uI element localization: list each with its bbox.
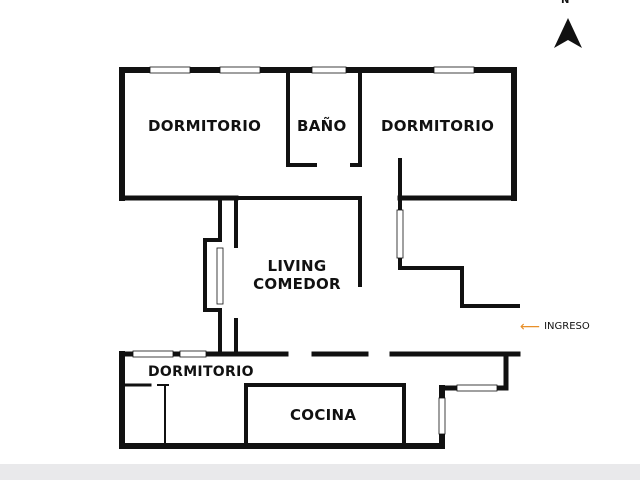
entrance-label: INGRESO [544, 321, 590, 332]
room-label-living: LIVING COMEDOR [248, 257, 346, 293]
compass-label: N [561, 0, 570, 6]
room-label-living-line2: COMEDOR [253, 275, 341, 293]
arrow-left-icon: ⟵ [520, 318, 541, 335]
windows [132, 66, 498, 435]
room-label-living-line1: LIVING [267, 257, 327, 275]
entrance-marker: ⟵ INGRESO [520, 318, 590, 335]
footer-bar [0, 464, 640, 480]
room-label-dormitorio-right: DORMITORIO [381, 117, 495, 135]
room-label-cocina: COCINA [290, 406, 357, 424]
room-label-dormitorio-left: DORMITORIO [148, 117, 262, 135]
room-label-dormitorio-bottom: DORMITORIO [148, 364, 254, 380]
north-arrow-icon [554, 18, 582, 48]
room-label-bano: BAÑO [297, 117, 347, 135]
